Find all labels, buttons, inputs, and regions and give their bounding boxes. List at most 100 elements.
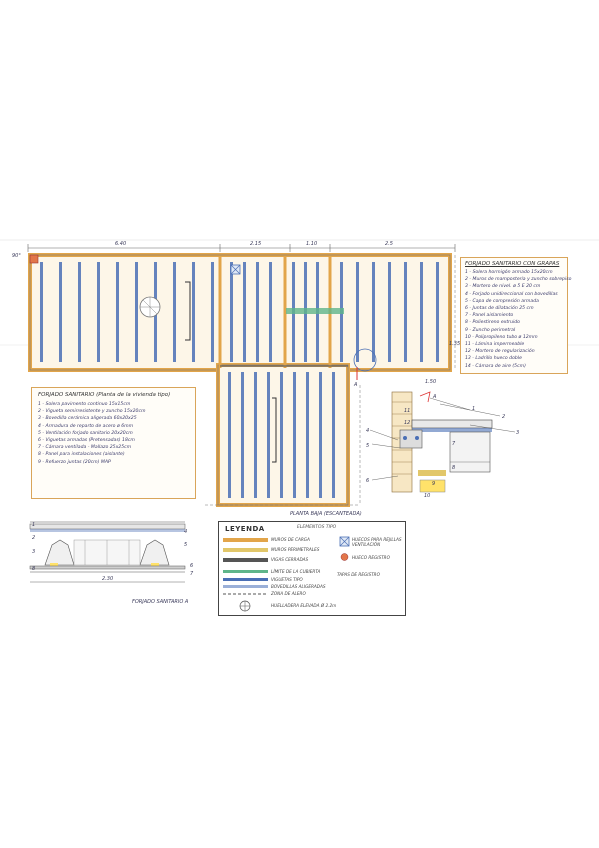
section-dim: 2.30: [102, 576, 113, 582]
notes-right-title: FORJADO SANITARIO CON GRAPAS: [465, 261, 560, 267]
vigueta: [211, 262, 214, 362]
section-caption: FORJADO SANITARIO A: [132, 599, 189, 605]
vigueta: [241, 372, 244, 498]
legend-swatches: [223, 538, 268, 612]
detail-number: 7: [452, 441, 456, 447]
notes-left-panel: FORJADO SANITARIO (Planta de la vivienda…: [31, 387, 196, 499]
note-line: 2 - Vigueta semirresistente y zuncho 15x…: [38, 409, 146, 415]
legend-right-row: HUECOS PARA REJILLAS VENTILACIÓN: [352, 537, 402, 547]
detail-number: 9: [432, 481, 435, 487]
vigueta: [372, 262, 375, 362]
svg-text:A: A: [353, 382, 358, 388]
vigueta: [97, 262, 100, 362]
vigueta: [243, 262, 246, 362]
note-line: 6 - Viguetas armadas (Pretensadas) 18cm: [38, 438, 135, 444]
section-number: 1: [32, 522, 35, 528]
vigueta: [228, 372, 231, 498]
section-number: 5: [184, 542, 187, 548]
detail-number: 3: [516, 430, 519, 436]
note-line: 14 - Cámara de aire (5cm): [465, 363, 526, 369]
note-line: 9 - Refuerzo juntas (20cm) MAP: [38, 459, 111, 465]
vigueta: [254, 372, 257, 498]
vigueta: [269, 262, 272, 362]
section-number: 8: [32, 566, 35, 572]
vigueta: [116, 262, 119, 362]
note-line: 5 - Capa de compresión armada: [465, 298, 539, 304]
detail-number: 6: [366, 478, 369, 484]
vigueta: [332, 372, 335, 498]
vigueta: [388, 262, 391, 362]
detail-number: 11: [404, 408, 410, 414]
vigueta: [436, 262, 439, 362]
note-line: 11 - Lámina impermeable: [465, 342, 525, 348]
dim-label: 2.15: [250, 241, 261, 247]
note-line: 7 - Panel aislamiento: [465, 313, 514, 319]
section-a: [29, 521, 186, 583]
stair-rail: [185, 281, 191, 341]
vigueta: [404, 262, 407, 362]
legend-row: MUROS PERIMETRALES: [271, 547, 320, 552]
vigueta: [306, 372, 309, 498]
registro-dot-icon: [340, 553, 349, 561]
detail-number: 10: [424, 493, 430, 499]
note-line: 3 - Bovedilla cerámica aligerada 60x20x2…: [38, 416, 137, 422]
detail-a: [369, 391, 516, 493]
note-line: 13 - Ladrillo hueco doble: [465, 356, 522, 362]
swatch-block: [223, 585, 268, 588]
legend-right-row: TAPAS DE REGISTRO: [337, 572, 380, 577]
detail-number: 2: [502, 414, 505, 420]
stair-rail: [272, 397, 277, 463]
note-line: 6 - Juntas de dilatación 25 cm: [465, 306, 534, 312]
detail-number: 1: [472, 406, 475, 412]
swatch-wall-perimeter: [223, 548, 268, 552]
section-number: 7: [190, 571, 194, 577]
vigueta: [192, 262, 195, 362]
legend-row: VIGUETAS TIPO: [271, 577, 303, 582]
legend-subtitle: ELEMENTOS TIPO: [297, 525, 337, 530]
plan-caption: PLANTA BAJA (ESCANTEADA): [290, 511, 362, 517]
vigueta: [135, 262, 138, 362]
detail-number: 4: [366, 428, 369, 434]
legend-right-row: HUECO REGISTRO: [352, 555, 390, 560]
detail-callout: [353, 348, 377, 372]
section-number: 3: [32, 549, 35, 555]
floor-plan: A: [28, 253, 456, 507]
dim-label: 1.35: [449, 341, 460, 347]
legend-row: BOVEDILLAS ALIGERADAS: [271, 584, 326, 589]
note-line: 7 - Cámara ventilada - Mallazo 25x25cm: [38, 445, 132, 451]
legend-panel: LEYENDA ELEMENTOS TIPO MUROS DE CARGA MU…: [218, 521, 406, 616]
note-line: 8 - Poliestireno extruido: [465, 320, 520, 326]
swatch-roof-limit: [223, 570, 268, 573]
note-line: 3 - Mortero de nivel. ø 5 E 20 cm: [465, 284, 541, 290]
note-line: 9 - Zuncho perimetral: [465, 327, 516, 333]
legend-row: VIGAS CERRADAS: [271, 557, 309, 562]
vigueta: [230, 262, 233, 362]
dim-label: 1.50: [425, 379, 436, 385]
note-line: 5 - Ventilación forjado sanitario 20x20c…: [38, 430, 133, 436]
note-line: 4 - Armadura de reparto de acero ø 6mm: [38, 423, 134, 429]
dim-label: 6.40: [115, 241, 126, 247]
dim-label: 1.10: [306, 241, 317, 247]
swatch-wall: [223, 538, 268, 542]
note-line: 10 - Polipropileno tubo ø 12mm: [465, 334, 538, 340]
note-line: 2 - Muros de mampostería y zuncho sobrep…: [465, 277, 572, 283]
swatch-beam: [223, 558, 268, 562]
green-zuncho: [286, 308, 344, 314]
detail-number: 8: [452, 465, 455, 471]
vigueta: [280, 372, 283, 498]
legend-row: LÍMITE DE LA CUBIERTA: [271, 569, 321, 574]
detail-label: A: [432, 394, 437, 400]
note-line: 4 - Forjado unidireccional con bovedilla…: [465, 291, 558, 297]
detail-number: 12: [404, 420, 410, 426]
corner-marker: [29, 254, 39, 264]
vigueta: [319, 372, 322, 498]
section-number: 4: [184, 529, 187, 535]
notes-left-title: FORJADO SANITARIO (Planta de la vivienda…: [38, 392, 171, 398]
legend-right-icons: [339, 536, 350, 561]
note-line: 1 - Solera hormigón armado 15x20cm: [465, 270, 553, 275]
notes-right-panel: FORJADO SANITARIO CON GRAPAS 1 - Solera …: [460, 257, 572, 374]
detail-number: 5: [366, 443, 369, 449]
vigueta: [78, 262, 81, 362]
